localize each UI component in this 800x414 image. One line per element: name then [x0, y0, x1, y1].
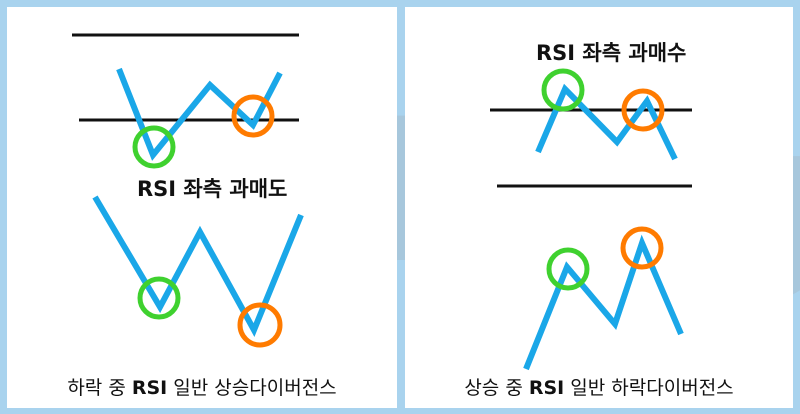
price-line — [523, 234, 684, 371]
right-panel-bearish-divergence: RSI 좌측 과매수 상승 중 RSI 일반 하락다이버전스 — [405, 7, 793, 408]
right-diagram — [490, 68, 692, 371]
price-high-1-green-circle — [546, 247, 590, 291]
price-low-1-green-circle — [137, 276, 181, 320]
right-caption-pre: 상승 중 — [464, 377, 523, 399]
right-caption: 상승 중 RSI 일반 하락다이버전스 — [405, 373, 793, 400]
rsi-high-1-green-circle — [541, 68, 585, 112]
left-caption-pre: 하락 중 — [67, 377, 126, 399]
price-high-2-orange-circle — [620, 226, 664, 270]
right-caption-bold: RSI — [528, 377, 565, 399]
rsi-low-2-orange-circle — [231, 94, 275, 138]
left-caption: 하락 중 RSI 일반 상승다이버전스 — [7, 373, 397, 400]
price-low-2-orange-circle — [237, 302, 283, 348]
right-caption-post: 일반 하락다이버전스 — [570, 377, 734, 399]
right-title: RSI 좌측 과매수 — [536, 41, 687, 65]
left-panel-bullish-divergence: RSI 좌측 과매도 하락 중 RSI 일반 상승다이버전스 — [7, 7, 397, 408]
price-line — [92, 195, 304, 337]
rsi-high-2-orange-circle — [621, 88, 665, 132]
rsi-line — [116, 67, 283, 161]
left-diagram — [72, 33, 304, 348]
left-caption-post: 일반 상승다이버전스 — [173, 377, 337, 399]
left-caption-bold: RSI — [131, 377, 168, 399]
left-title: RSI 좌측 과매도 — [137, 177, 288, 201]
rsi-low-1-green-circle — [132, 125, 176, 169]
